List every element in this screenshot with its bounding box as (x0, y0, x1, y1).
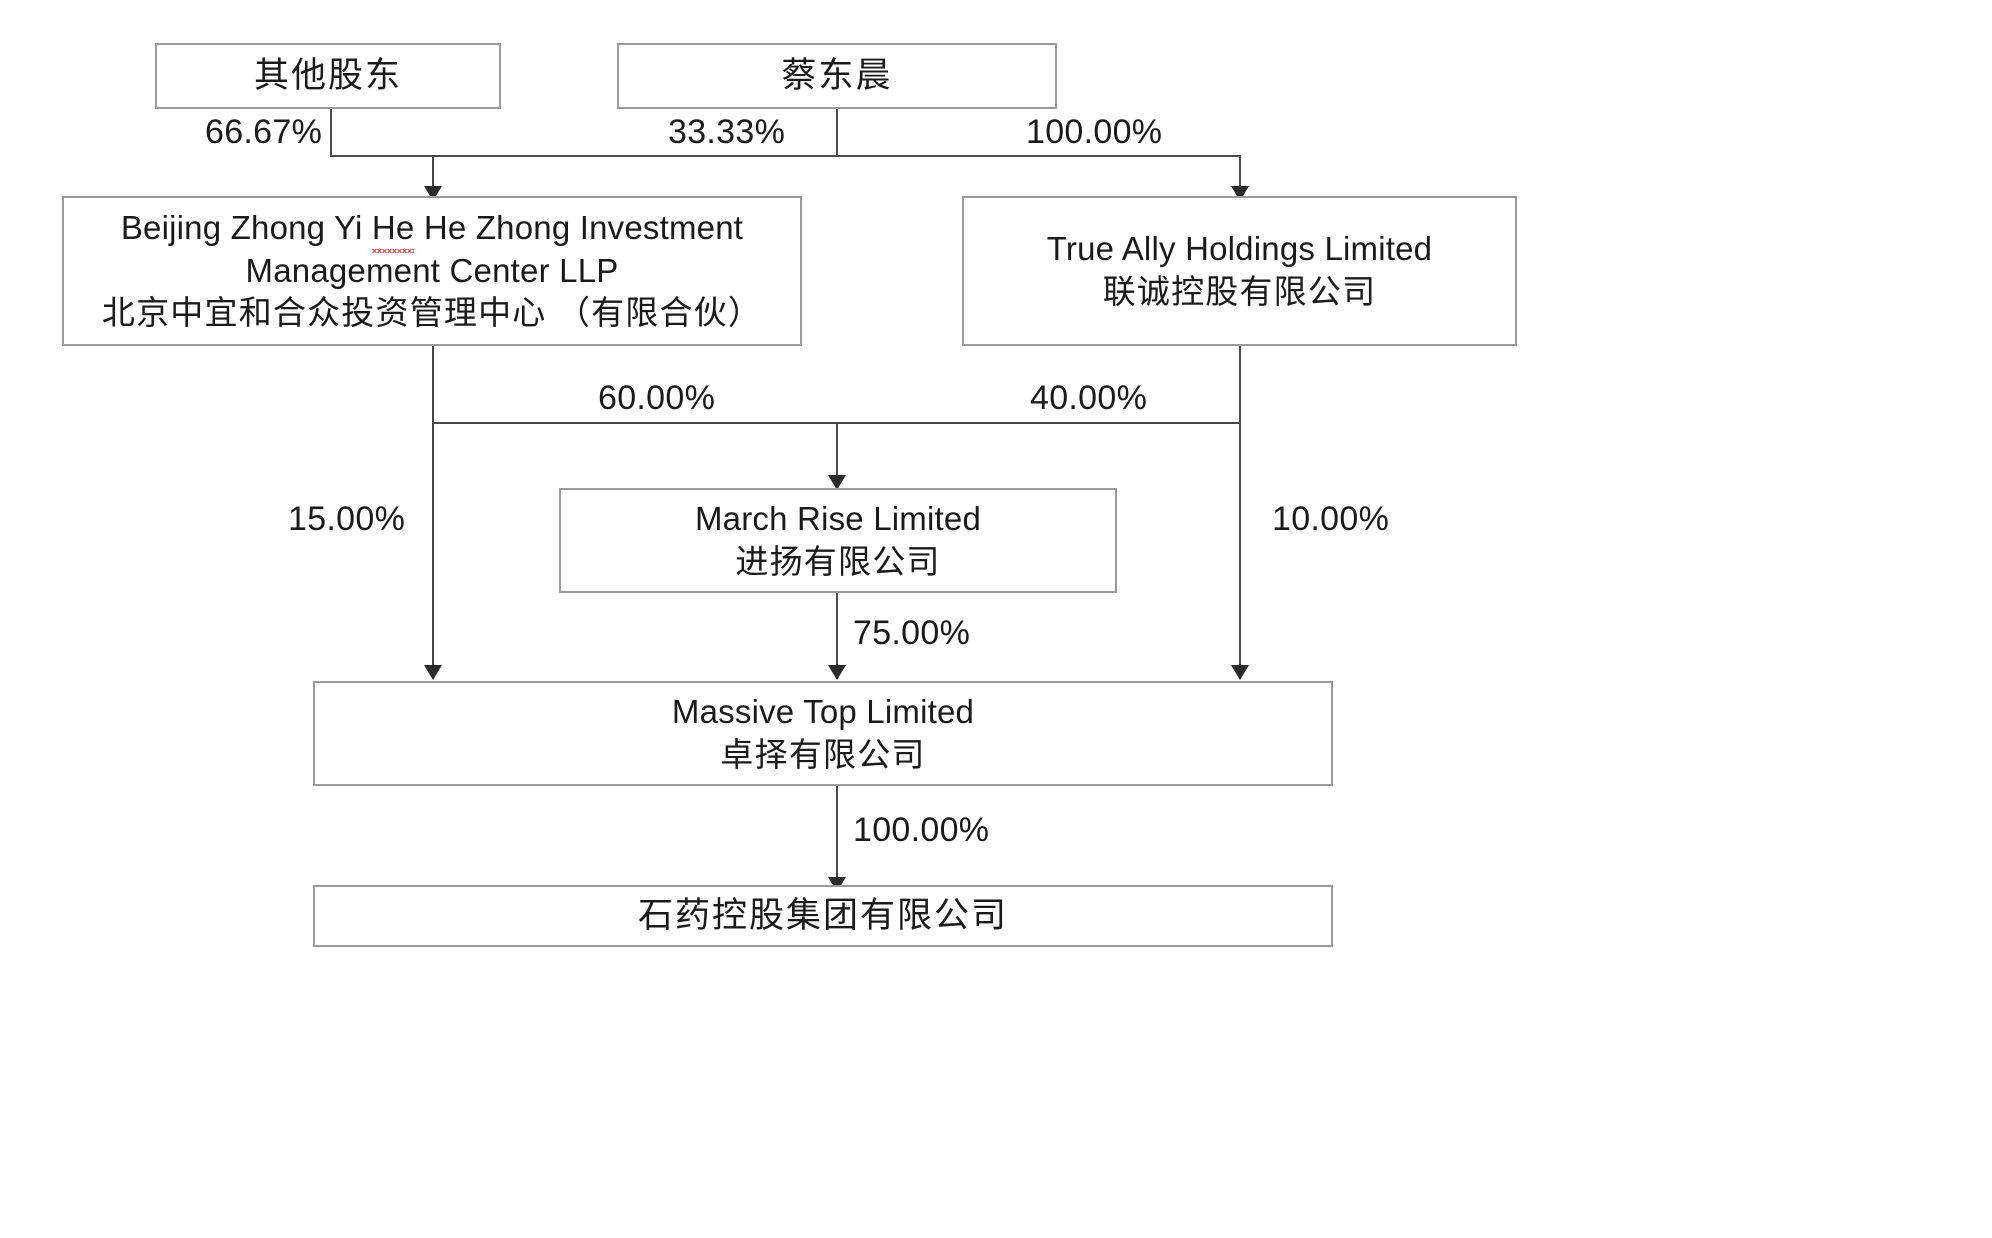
edge-label-cai-to-trueally: 100.00% (1026, 113, 1163, 151)
node-massive-top: Massive Top Limited 卓择有限公司 (313, 681, 1333, 786)
node-march-rise-line2: 进扬有限公司 (735, 542, 941, 580)
node-march-rise-line1: March Rise Limited (694, 499, 982, 537)
node-beijing-llp: Beijing Zhong Yi He He Zhong Investment … (62, 196, 802, 346)
node-massive-top-line2: 卓择有限公司 (720, 735, 926, 773)
edge-label-other-to-beijing: 66.67% (205, 113, 323, 151)
node-true-ally-line2: 联诚控股有限公司 (1102, 273, 1377, 310)
edge-label-beijing-to-massivetop: 15.00% (288, 500, 406, 538)
node-beijing-llp-line2: Management Center LLP (245, 251, 619, 289)
connector-into-beijing (432, 155, 434, 188)
node-true-ally-line1: True Ally Holdings Limited (1046, 230, 1433, 268)
node-other-shareholders: 其他股东 (155, 43, 501, 109)
connector-trueally-to-massivetop (1239, 422, 1241, 667)
connector-beijing-down-stub (432, 346, 434, 422)
node-beijing-llp-line1: Beijing Zhong Yi He He Zhong Investment (121, 207, 743, 253)
connector-into-marchrise (836, 422, 838, 477)
arrow-into-marchrise (828, 475, 846, 490)
node-cspc-holdings: 石药控股集团有限公司 (313, 885, 1333, 947)
edge-label-massivetop-to-cspc: 100.00% (853, 811, 990, 849)
connector-cai-down-stub (836, 109, 838, 155)
node-cai-dongchen: 蔡东晨 (617, 43, 1057, 109)
connector-cai-to-trueally-bar (836, 155, 1240, 157)
arrow-marchrise-to-massivetop (828, 665, 846, 680)
node-cspc-holdings-label: 石药控股集团有限公司 (637, 896, 1008, 936)
node-beijing-llp-line3: 北京中宜和合众投资管理中心 （有限合伙） (101, 294, 763, 332)
connector-other-down-stub (330, 109, 332, 155)
edge-label-trueally-to-marchrise: 40.00% (1030, 379, 1148, 417)
edge-label-beijing-to-marchrise: 60.00% (598, 379, 716, 417)
edge-label-trueally-to-massivetop: 10.00% (1272, 500, 1390, 538)
connector-into-trueally (1239, 155, 1241, 188)
connector-trueally-down-stub (1239, 346, 1241, 422)
arrow-trueally-to-massivetop (1231, 665, 1249, 680)
connector-marchrise-to-massivetop (836, 593, 838, 667)
connector-merge-bar-beijing (330, 155, 836, 157)
arrow-beijing-to-massivetop (424, 665, 442, 680)
node-cai-dongchen-label: 蔡东晨 (781, 56, 893, 96)
connector-beijing-to-massivetop (432, 422, 434, 667)
edge-label-marchrise-to-massivetop: 75.00% (853, 614, 971, 652)
node-march-rise: March Rise Limited 进扬有限公司 (559, 488, 1117, 593)
node-true-ally: True Ally Holdings Limited 联诚控股有限公司 (962, 196, 1517, 346)
spellcheck-underline-he: He (371, 207, 415, 253)
node-other-shareholders-label: 其他股东 (253, 56, 402, 96)
connector-massivetop-to-cspc (836, 786, 838, 879)
edge-label-cai-to-beijing: 33.33% (668, 113, 786, 151)
node-massive-top-line1: Massive Top Limited (671, 692, 975, 730)
